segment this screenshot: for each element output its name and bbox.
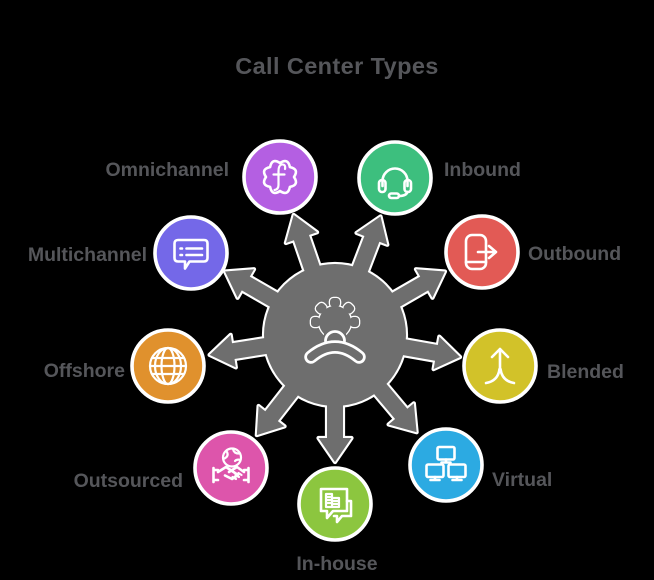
node-outbound: Outbound xyxy=(444,214,621,290)
page-title: Call Center Types xyxy=(235,53,439,79)
multichannel-circle xyxy=(153,215,229,291)
hub xyxy=(207,210,463,462)
virtual-circle xyxy=(408,427,484,503)
node-offshore: Offshore xyxy=(44,328,206,404)
inhouse-label: In-house xyxy=(296,553,377,575)
merge-arrows-icon xyxy=(484,347,516,385)
globe-icon xyxy=(148,346,188,386)
node-virtual: Virtual xyxy=(408,427,552,503)
phone-arrow-icon xyxy=(464,233,498,271)
handshake-globe-icon xyxy=(212,447,250,484)
outsourced-label: Outsourced xyxy=(74,470,183,492)
chat-list-icon xyxy=(173,238,209,270)
outsourced-circle xyxy=(193,430,269,506)
node-inbound: Inbound xyxy=(357,140,521,216)
chat-building-icon xyxy=(319,487,353,524)
virtual-label: Virtual xyxy=(492,469,552,491)
node-blended: Blended xyxy=(462,328,624,404)
node-multichannel: Multichannel xyxy=(28,215,229,291)
gear-handset-icon xyxy=(304,296,366,364)
headset-icon xyxy=(377,167,413,200)
node-omnichannel: Omnichannel xyxy=(105,139,318,215)
offshore-label: Offshore xyxy=(44,360,125,382)
outbound-label: Outbound xyxy=(528,243,621,265)
node-inhouse: In-house xyxy=(296,466,378,575)
multichannel-label: Multichannel xyxy=(28,244,147,266)
omnichannel-circle xyxy=(242,139,318,215)
computer-network-icon xyxy=(425,445,467,482)
inbound-circle xyxy=(357,140,433,216)
seal-f-icon xyxy=(262,159,298,195)
blended-label: Blended xyxy=(547,361,624,383)
node-outsourced: Outsourced xyxy=(74,430,269,506)
inbound-label: Inbound xyxy=(444,159,521,181)
omnichannel-label: Omnichannel xyxy=(105,159,229,181)
